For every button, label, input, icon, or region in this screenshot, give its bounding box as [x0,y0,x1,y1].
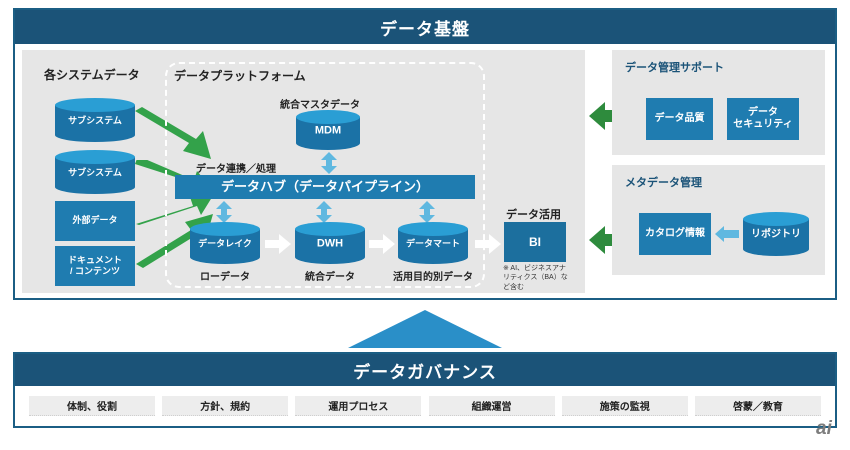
data-mart-caption: 活用目的別データ [393,272,473,283]
governance-item-6[interactable]: 啓蒙／教育 [694,396,821,416]
cylinder-top [55,150,135,164]
data-lake-label: データレイク [198,238,252,249]
data-governance-title: データガバナンス [353,362,497,382]
governance-item-label: 啓蒙／教育 [732,402,783,413]
governance-item-label: 運用プロセス [328,402,389,413]
governance-item-label: 体制、役割 [67,402,117,413]
data-lake-caption: ローデータ [200,272,250,283]
data-foundation-title: データ基盤 [380,19,470,39]
system-data-zone-title: 各システムデータ [44,68,140,82]
data-integration-caption: データ連携／処理 [196,164,276,175]
source-label: サブシステム [68,115,122,126]
dwh-label: DWH [316,237,344,250]
white-arrow-mart-to-bi [475,234,501,254]
governance-item-1[interactable]: 体制、役割 [29,396,155,416]
double-arrow-hub-datamart [419,201,435,223]
cylinder-top [55,98,135,112]
governance-item-4[interactable]: 組織運営 [428,396,555,416]
bi-label: BI [529,234,541,249]
upward-arrow-governance-to-foundation [348,310,502,348]
governance-item-2[interactable]: 方針、規約 [162,396,289,416]
green-arrow-source-3 [136,194,214,225]
repository-label: リポジトリ [751,229,801,241]
cnet-ai-logo: ai [816,418,832,440]
data-hub-bar: データハブ（データパイプライン） [175,175,475,199]
cylinder-top [190,222,260,236]
mdm-cylinder: MDM [296,110,360,150]
source-document-contents: ドキュメント / コンテンツ [55,246,135,286]
governance-items-row: 体制、役割 方針、規約 運用プロセス 組織運営 施策の監視 啓蒙／教育 [29,396,821,416]
data-security-box: データ セキュリティ [727,98,799,140]
source-label: サブシステム [68,167,122,178]
cylinder-top [296,110,360,124]
data-quality-label: データ品質 [654,112,705,124]
data-lake-cylinder: データレイク [190,222,260,264]
data-governance-title-bar: データガバナンス [15,354,835,386]
data-quality-box: データ品質 [646,98,713,140]
bi-note: ※ AI、ビジネスアナリティクス（BA）など含む [503,265,568,291]
master-data-caption: 統合マスタデータ [280,100,360,111]
data-foundation-title-bar: データ基盤 [15,10,835,44]
dwh-caption: 統合データ [305,272,355,283]
cylinder-top [295,222,365,236]
dwh-cylinder: DWH [295,222,365,264]
data-utilization-title: データ活用 [506,209,561,221]
data-platform-title: データプラットフォーム [174,69,306,83]
data-mart-label: データマート [405,238,460,249]
green-left-arrow-metadata [589,226,623,254]
data-platform-container [165,62,485,288]
governance-item-label: 施策の監視 [599,402,650,413]
data-governance-panel: データガバナンス 体制、役割 方針、規約 運用プロセス 組織運営 施策の監視 啓… [13,352,837,428]
white-arrow-lake-to-dwh [265,234,291,254]
mdm-label: MDM [314,124,342,137]
data-mart-cylinder: データマート [398,222,468,264]
governance-item-5[interactable]: 施策の監視 [561,396,688,416]
governance-item-3[interactable]: 運用プロセス [295,396,422,416]
source-external-data: 外部データ [55,201,135,241]
logo-text: ai [816,418,832,439]
governance-item-label: 方針、規約 [200,402,251,413]
data-security-label: データ セキュリティ [733,106,793,131]
data-management-support-title: データ管理サポート [625,62,724,74]
source-subsystem-2: サブシステム [55,150,135,194]
repository-cylinder: リポジトリ [743,212,809,256]
governance-item-label: 組織運営 [471,402,512,413]
white-arrow-dwh-to-mart [369,234,395,254]
data-hub-label: データハブ（データパイプライン） [220,178,429,194]
source-label: ドキュメント / コンテンツ [67,254,122,276]
catalog-info-box: カタログ情報 [639,213,711,255]
green-left-arrow-support [589,102,623,130]
data-foundation-panel: データ基盤 各システムデータ サブシステム サブシステム 外部データ ドキュメン… [13,8,837,300]
green-arrow-source-1 [135,107,211,159]
light-blue-left-arrow-repository-to-catalog [715,226,739,242]
source-subsystem-1: サブシステム [55,98,135,142]
double-arrow-mdm-hub [321,152,337,174]
catalog-info-label: カタログ情報 [645,227,705,239]
metadata-management-title: メタデータ管理 [625,177,702,189]
bi-box: BI [504,222,566,262]
double-arrow-hub-dwh [316,201,332,223]
cylinder-top [743,212,809,226]
source-label: 外部データ [72,215,118,226]
double-arrow-hub-datalake [216,201,232,223]
cylinder-top [398,222,468,236]
